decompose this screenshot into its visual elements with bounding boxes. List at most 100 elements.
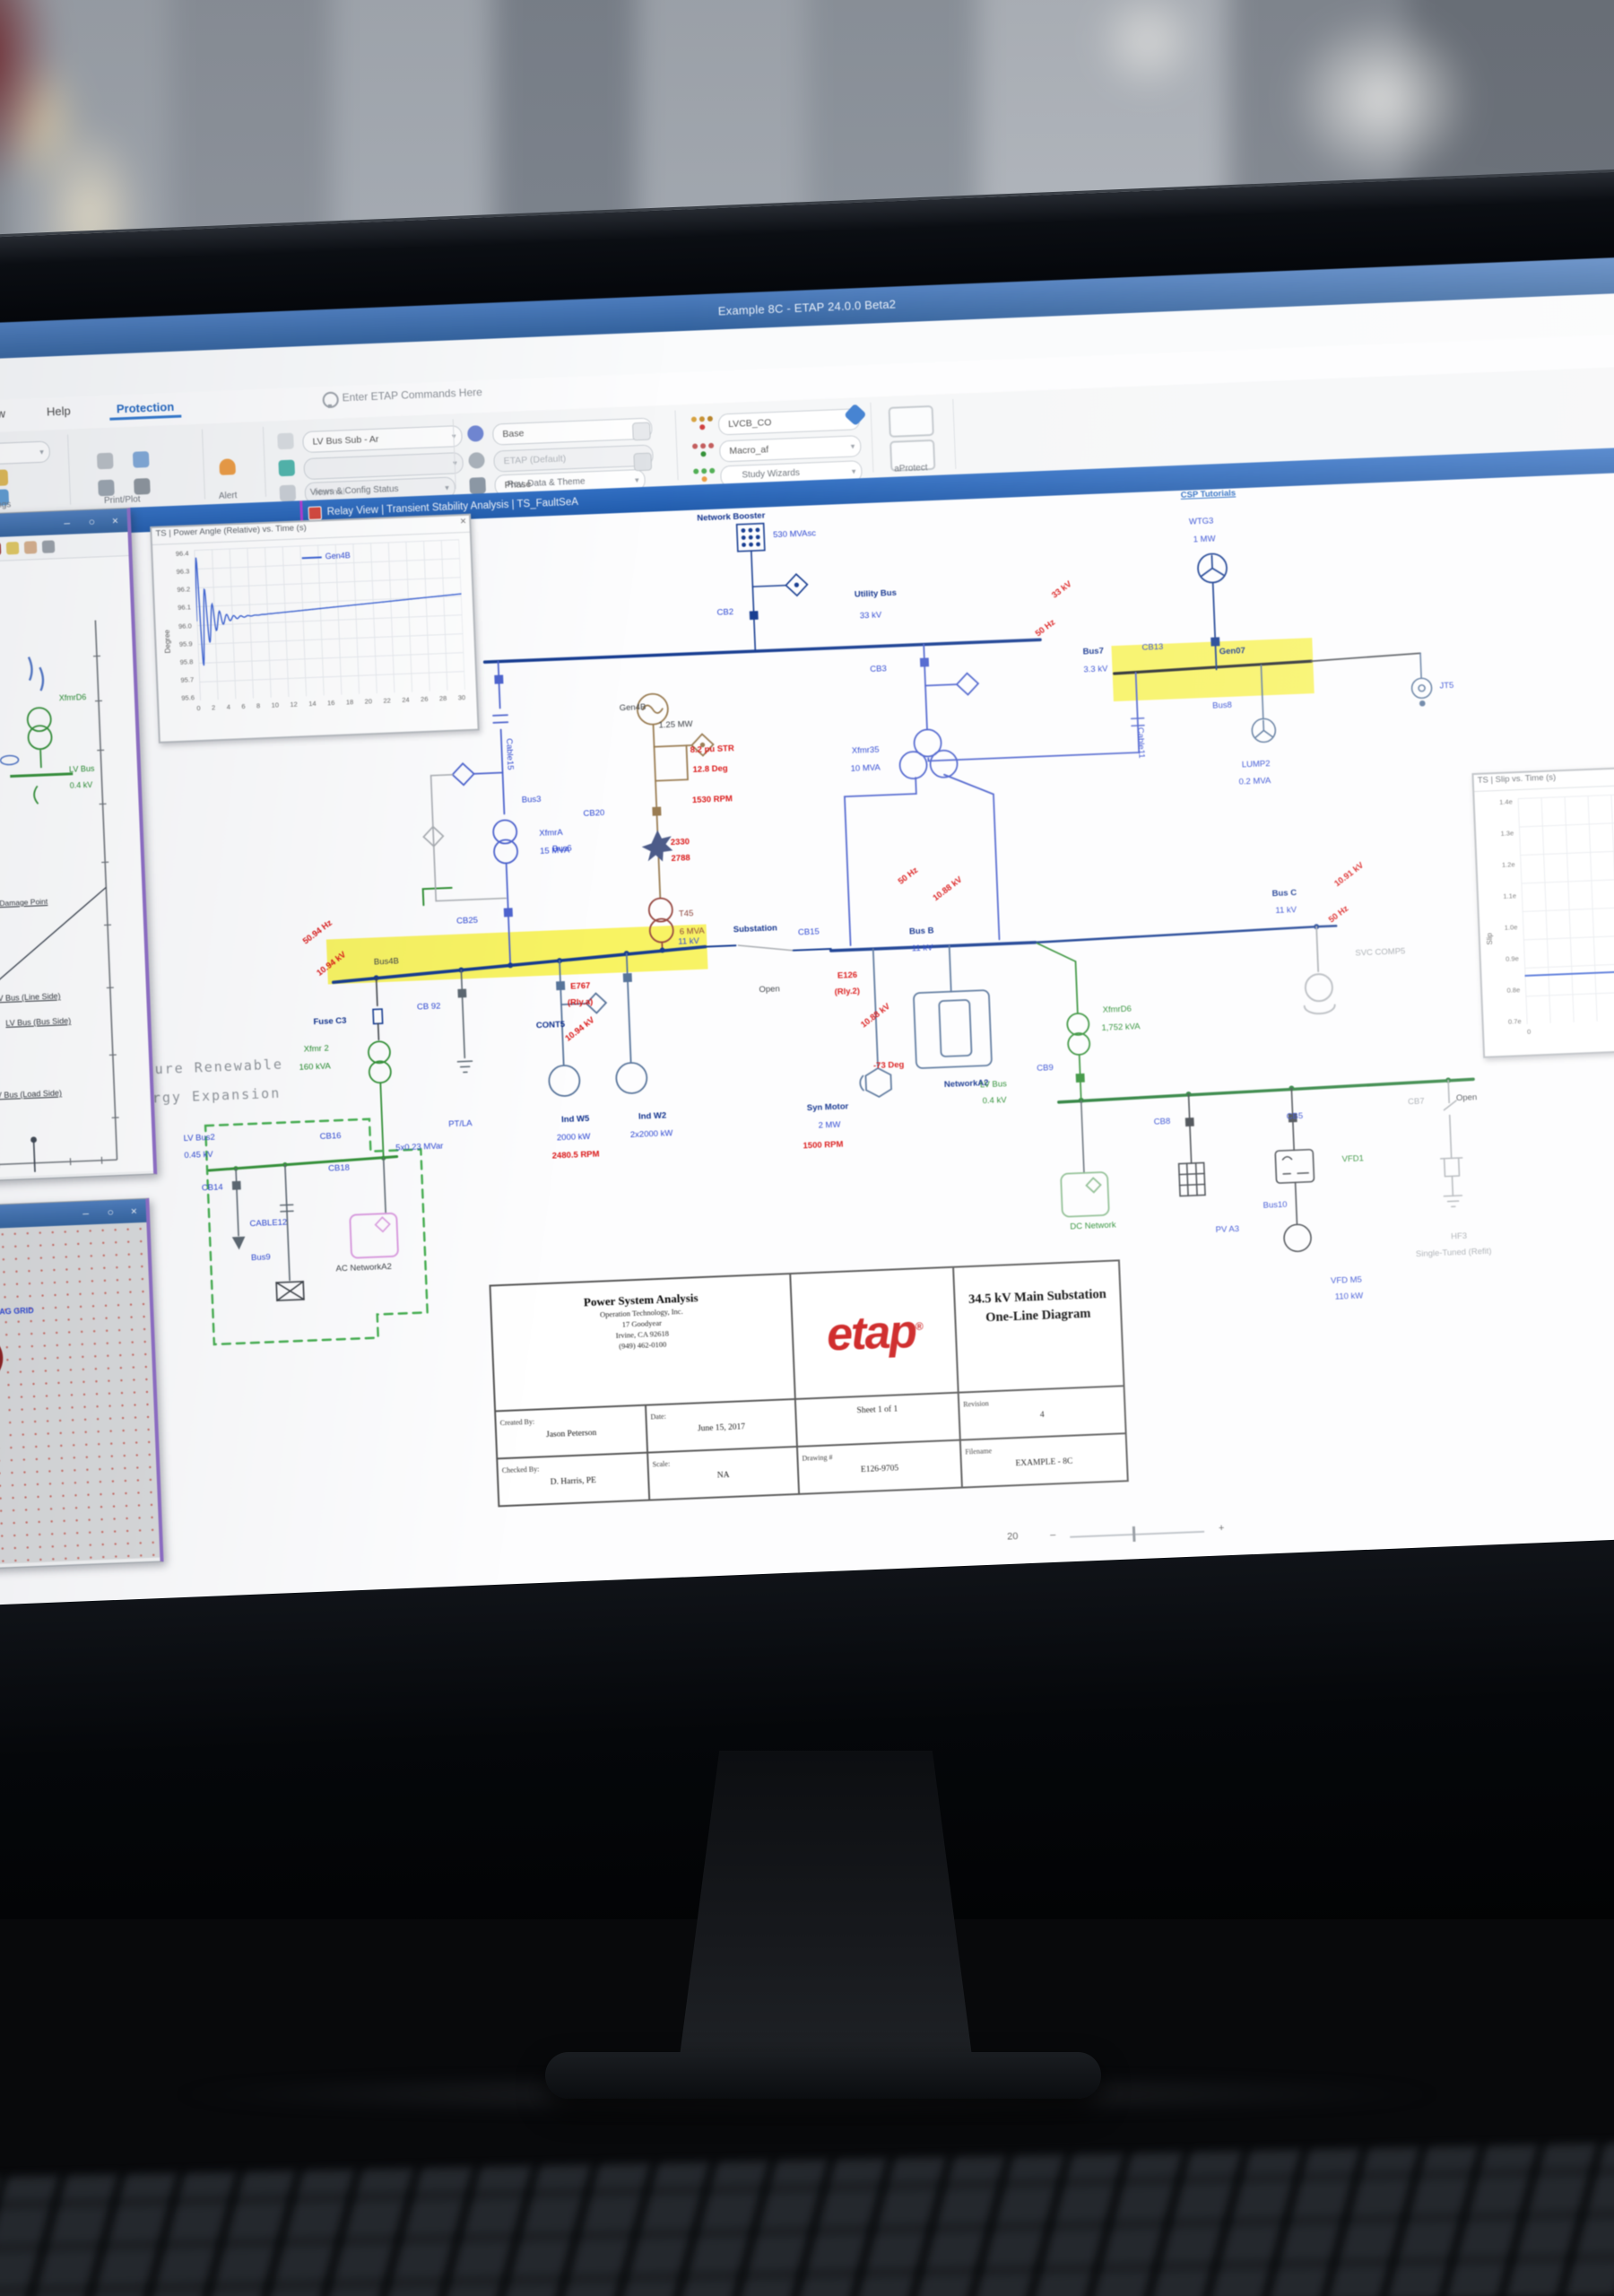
bus-b[interactable] — [829, 941, 1037, 952]
restore-icon[interactable]: ○ — [107, 1205, 115, 1219]
fault-marker — [641, 830, 673, 862]
network-a2-symbol[interactable] — [912, 944, 993, 1069]
tick-label: 20 — [364, 697, 373, 706]
xfmr2-symbol[interactable] — [368, 1040, 394, 1161]
status-icon[interactable] — [279, 484, 297, 502]
tick-label: 6 — [241, 701, 246, 711]
config-combo[interactable] — [303, 451, 464, 481]
hf3-filter-open[interactable] — [1437, 1079, 1464, 1208]
cb14-feeder[interactable] — [230, 1167, 246, 1250]
view-icon[interactable] — [277, 432, 294, 450]
alert-bell-icon[interactable] — [219, 458, 236, 475]
zoom-out-button[interactable]: – — [1049, 1529, 1056, 1541]
ground-rod-circle[interactable] — [0, 1332, 4, 1385]
pencil-icon[interactable] — [469, 477, 487, 494]
dc-network-symbol[interactable] — [1058, 1100, 1110, 1218]
ind-w5-motor[interactable] — [544, 959, 610, 1097]
menu-tab-protection[interactable]: Protection — [108, 397, 182, 421]
utility-bus[interactable] — [482, 638, 1042, 664]
gen4b-generator-symbol[interactable] — [636, 691, 719, 899]
close-icon[interactable]: × — [130, 1205, 138, 1218]
tool-icon-9[interactable] — [41, 540, 56, 553]
folder-icon[interactable] — [0, 469, 9, 487]
ground-grid-window[interactable]: – ○ × AG GRID — [0, 1197, 164, 1571]
config-icon[interactable] — [278, 459, 296, 477]
restore-icon[interactable]: ○ — [88, 515, 96, 528]
bus-c-svc[interactable] — [1034, 923, 1340, 1024]
tick-label: 0.7e — [1507, 1017, 1522, 1026]
close-icon[interactable]: × — [111, 514, 119, 527]
group-label-aprotect: aProtect — [894, 463, 928, 474]
xfmrd6-symbol[interactable] — [1036, 942, 1092, 1101]
plot-icon[interactable] — [132, 451, 150, 468]
star-label: XfmrD6 — [58, 692, 87, 703]
minimize-icon[interactable]: – — [64, 516, 71, 529]
tool-icon-7[interactable] — [5, 541, 20, 555]
pv-a3-symbol[interactable] — [1176, 1093, 1206, 1197]
window-title: Example 8C - ETAP 24.0.0 Beta2 — [717, 297, 897, 318]
tool-icon-8[interactable] — [23, 541, 38, 554]
t45-transformer-symbol[interactable] — [647, 897, 674, 952]
zoom-in-button[interactable]: + — [1218, 1522, 1225, 1535]
export-icon[interactable] — [134, 478, 151, 495]
wizard-orange-icon — [693, 467, 716, 483]
wtg3-symbol[interactable] — [1197, 552, 1230, 671]
view-combo[interactable]: LV Bus Sub - Ar — [302, 425, 463, 454]
ac-network-a2-symbol[interactable] — [348, 1157, 399, 1259]
base-combo[interactable]: Base — [491, 417, 653, 446]
tool-icon-6[interactable] — [0, 542, 2, 556]
star-view-window[interactable]: – ○ × — [0, 507, 158, 1185]
bus4b[interactable] — [331, 944, 707, 985]
minimize-icon[interactable]: – — [82, 1206, 90, 1220]
wizard-combo-2[interactable]: Macro_af — [718, 435, 862, 463]
theme-page-icon[interactable] — [632, 422, 651, 441]
syn-motor-symbol[interactable] — [855, 948, 892, 1098]
menu-tab-help[interactable]: Help — [46, 404, 72, 419]
gear-icon[interactable] — [468, 452, 485, 469]
theme-list-icon[interactable] — [633, 452, 653, 472]
left-feeder-chain[interactable] — [448, 660, 522, 965]
command-input[interactable]: Enter ETAP Commands Here — [342, 386, 483, 404]
cable12-pv-branch[interactable] — [272, 1163, 305, 1301]
network-booster-symbol[interactable] — [735, 522, 811, 652]
zoom-slider-handle[interactable] — [1132, 1526, 1136, 1542]
xfmr35-symbol[interactable] — [838, 642, 1001, 946]
jt5-symbol[interactable] — [1410, 652, 1433, 707]
revision-icon[interactable] — [466, 425, 484, 442]
theme-combo[interactable]: ETAP (Default) — [493, 444, 654, 473]
lump2-symbol[interactable] — [1249, 664, 1277, 744]
tick-label: 0.9e — [1505, 954, 1519, 963]
tick-label: 16 — [326, 698, 335, 708]
ind-w2-motor[interactable] — [612, 952, 648, 1094]
tick-label: 18 — [345, 698, 354, 707]
vfd1-symbol[interactable] — [1272, 1087, 1316, 1253]
future-expansion-boundary — [204, 1118, 429, 1346]
aprotect-button-1[interactable] — [888, 404, 934, 438]
tick-label: 24 — [402, 695, 410, 704]
wizard-combo-1[interactable]: LVCB_CO — [717, 408, 861, 436]
slip-line — [1524, 969, 1614, 977]
monitor-stand — [678, 1751, 974, 2070]
power-angle-chart-window[interactable]: TS | Power Angle (Relative) vs. Time (s)… — [150, 513, 480, 744]
date-cell: Date:June 15, 2017 — [646, 1400, 797, 1454]
tick-label: 22 — [383, 696, 391, 705]
settings-combo[interactable] — [0, 440, 51, 468]
lv-bus2[interactable] — [207, 1155, 399, 1172]
print-preview-icon[interactable] — [98, 479, 115, 497]
group-label-alert: Alert — [218, 491, 238, 501]
lightbulb-icon — [322, 391, 340, 409]
printer-icon[interactable] — [96, 452, 114, 470]
zoom-value: 20 — [1006, 1531, 1019, 1543]
chart-close-icon[interactable]: ✕ — [459, 516, 467, 526]
tick-label: 96.4 — [175, 549, 189, 558]
tcc-plot-svg — [0, 620, 119, 1172]
bus7[interactable] — [1113, 659, 1313, 675]
fuse-xfmr2-branch[interactable] — [372, 977, 384, 1041]
menu-tab-view[interactable]: View — [0, 406, 6, 422]
zoom-slider-track[interactable] — [1070, 1530, 1205, 1538]
lv-bus-04kv[interactable] — [1057, 1077, 1475, 1104]
ptla-arrester[interactable] — [454, 969, 473, 1074]
